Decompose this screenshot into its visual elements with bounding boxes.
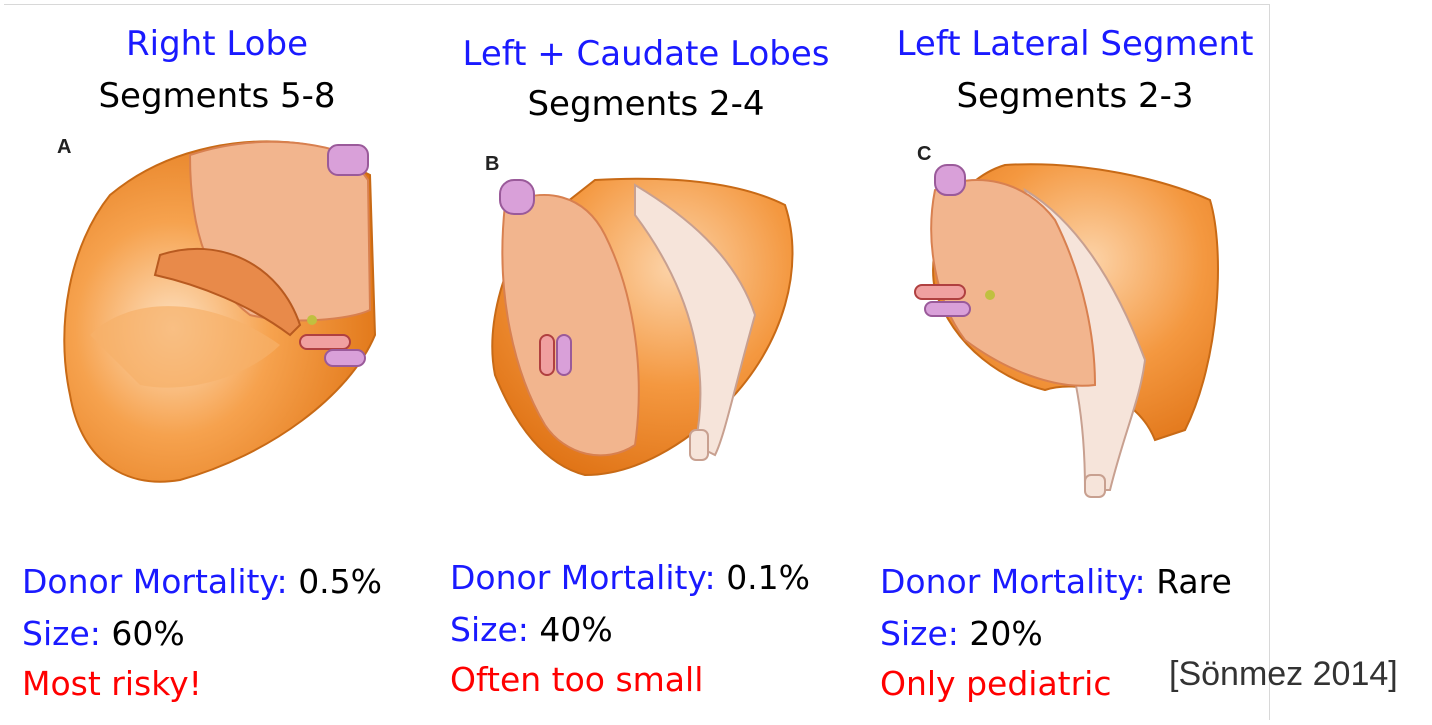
size-line: Size: 40% [450,610,613,649]
size-label: Size: [880,614,959,653]
left-caudate-illustration [485,175,815,485]
size-line: Size: 20% [880,614,1043,653]
panel-title: Right Lobe [27,24,407,64]
panel-segments: Segments 2-3 [885,76,1265,116]
panel-title: Left + Caudate Lobes [456,34,836,74]
mortality-line: Donor Mortality: Rare [880,562,1232,601]
risk-note: Often too small [450,660,703,699]
mortality-label: Donor Mortality: [22,562,288,601]
mortality-value: Rare [1156,562,1232,601]
right-lobe-illustration [50,135,390,485]
risk-note: Most risky! [22,664,202,703]
mortality-value: 0.1% [726,558,810,597]
panel-segments: Segments 5-8 [27,76,407,116]
mortality-label: Donor Mortality: [450,558,716,597]
size-label: Size: [450,610,529,649]
mortality-line: Donor Mortality: 0.5% [22,562,382,601]
size-label: Size: [22,614,101,653]
mortality-value: 0.5% [298,562,382,601]
size-value: 60% [111,614,184,653]
panel-title: Left Lateral Segment [885,24,1265,64]
figure-letter: B [485,153,499,176]
size-line: Size: 60% [22,614,185,653]
size-value: 20% [969,614,1042,653]
citation: [Sönmez 2014] [1169,655,1398,694]
mortality-line: Donor Mortality: 0.1% [450,558,810,597]
left-lateral-illustration [915,160,1230,500]
size-value: 40% [539,610,612,649]
panel-segments: Segments 2-4 [456,84,836,124]
risk-note: Only pediatric [880,664,1111,703]
mortality-label: Donor Mortality: [880,562,1146,601]
